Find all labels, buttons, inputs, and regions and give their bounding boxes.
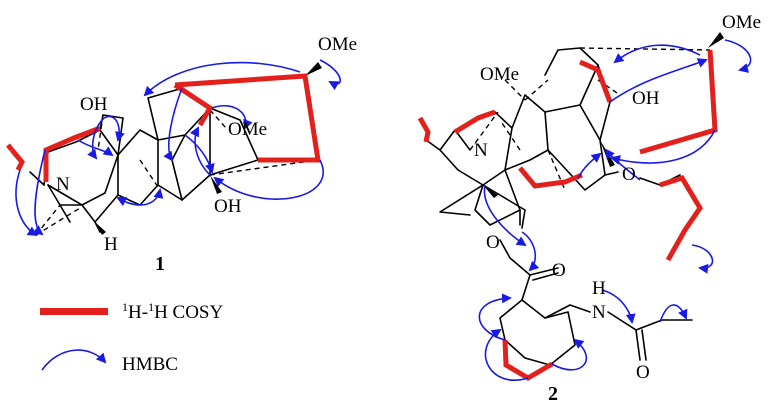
compound-2-o-ether-label: O	[622, 164, 636, 185]
compound-1-dashed-bonds	[35, 109, 319, 236]
legend-hmbc-arrow	[41, 349, 107, 371]
compound-2-hmbc	[478, 39, 752, 381]
compound-2-nh-n-label: N	[592, 302, 606, 323]
compound-1-structure: OMe OMe OH OH N H 1	[6, 34, 357, 275]
compound-2-o-carbonyl-label: O	[552, 260, 566, 281]
compound-1-ome-top-label: OMe	[318, 34, 357, 55]
legend-cosy-label: 1H-1H COSY	[122, 300, 223, 323]
compound-2-wedge-ome	[708, 32, 724, 48]
compound-1-n-label: N	[56, 174, 70, 195]
legend-hmbc-label: HMBC	[122, 354, 178, 375]
compound-1-oh-bottom-label: OH	[214, 196, 242, 217]
compound-1-wedge-ome	[305, 62, 322, 76]
compound-2-amide-o-label: O	[636, 362, 650, 383]
compound-2-cosy	[417, 49, 718, 381]
legend-cosy-swatch	[40, 308, 108, 315]
compound-2-o-ester-label: O	[486, 232, 500, 253]
compound-1-oh-top-label: OH	[80, 94, 108, 115]
compound-1-number: 1	[155, 253, 165, 275]
compound-2-n-label: N	[474, 140, 488, 161]
compound-2-ome-top-label: OMe	[722, 12, 761, 33]
compound-1-wedge-h	[95, 222, 106, 235]
compound-2-dashed-bonds	[439, 47, 711, 213]
compound-1-hmbc	[15, 59, 341, 237]
compound-2-nh-h-label: H	[592, 278, 606, 299]
compound-2-oh-label: OH	[632, 88, 660, 109]
compound-2-number: 2	[548, 383, 558, 405]
compound-1-cosy	[6, 73, 321, 182]
compound-1-h-label: H	[104, 234, 118, 255]
compound-2-structure: OMe OMe OH N O O O H N O 2	[417, 12, 761, 405]
legend: 1H-1H COSY HMBC	[40, 300, 223, 375]
compound-1-ome-mid-label: OMe	[228, 119, 267, 140]
compound-2-ome-left-label: OMe	[480, 64, 519, 85]
compound-2-wedge-c	[483, 185, 498, 198]
